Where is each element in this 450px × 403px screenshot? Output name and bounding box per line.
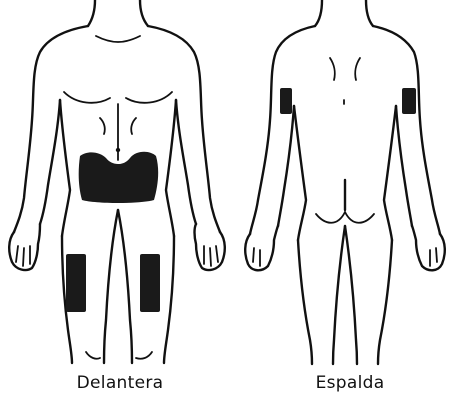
back-right-arm-zone <box>402 88 416 114</box>
back-view-label: Espalda <box>290 373 410 393</box>
back-left-arm-zone <box>280 88 292 114</box>
front-view-label: Delantera <box>45 373 195 393</box>
front-right-thigh-zone <box>140 254 160 312</box>
front-left-thigh-zone <box>66 254 86 312</box>
back-body-figure <box>245 0 445 364</box>
front-body-figure <box>9 0 225 363</box>
